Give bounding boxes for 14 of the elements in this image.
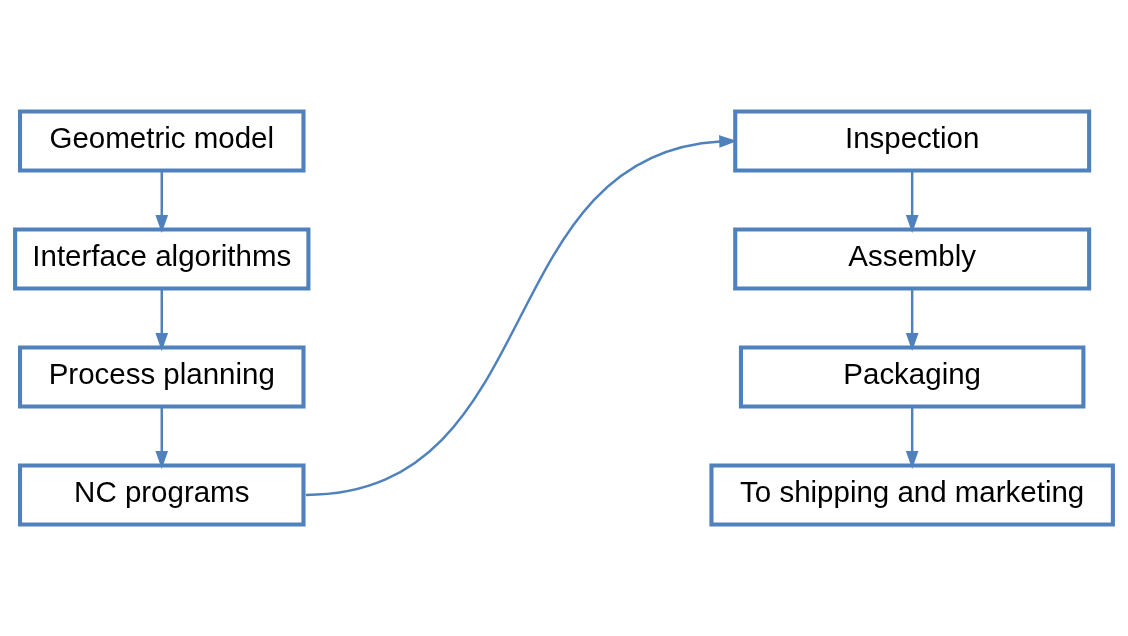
arrow [905, 289, 919, 352]
node-box: To shipping and marketing [709, 463, 1115, 527]
node-box: NC programs [18, 463, 306, 527]
node-box: Geometric model [18, 109, 306, 173]
node-box: Process planning [18, 345, 306, 409]
node-box: Packaging [738, 345, 1086, 409]
arrow [905, 171, 919, 234]
arrow [155, 289, 169, 352]
arrow [155, 406, 169, 470]
arrow [905, 406, 919, 470]
arrow [155, 171, 169, 234]
node-box: Interface algorithms [13, 227, 311, 291]
node-box: Inspection [733, 109, 1092, 173]
node-box: Assembly [733, 227, 1092, 291]
